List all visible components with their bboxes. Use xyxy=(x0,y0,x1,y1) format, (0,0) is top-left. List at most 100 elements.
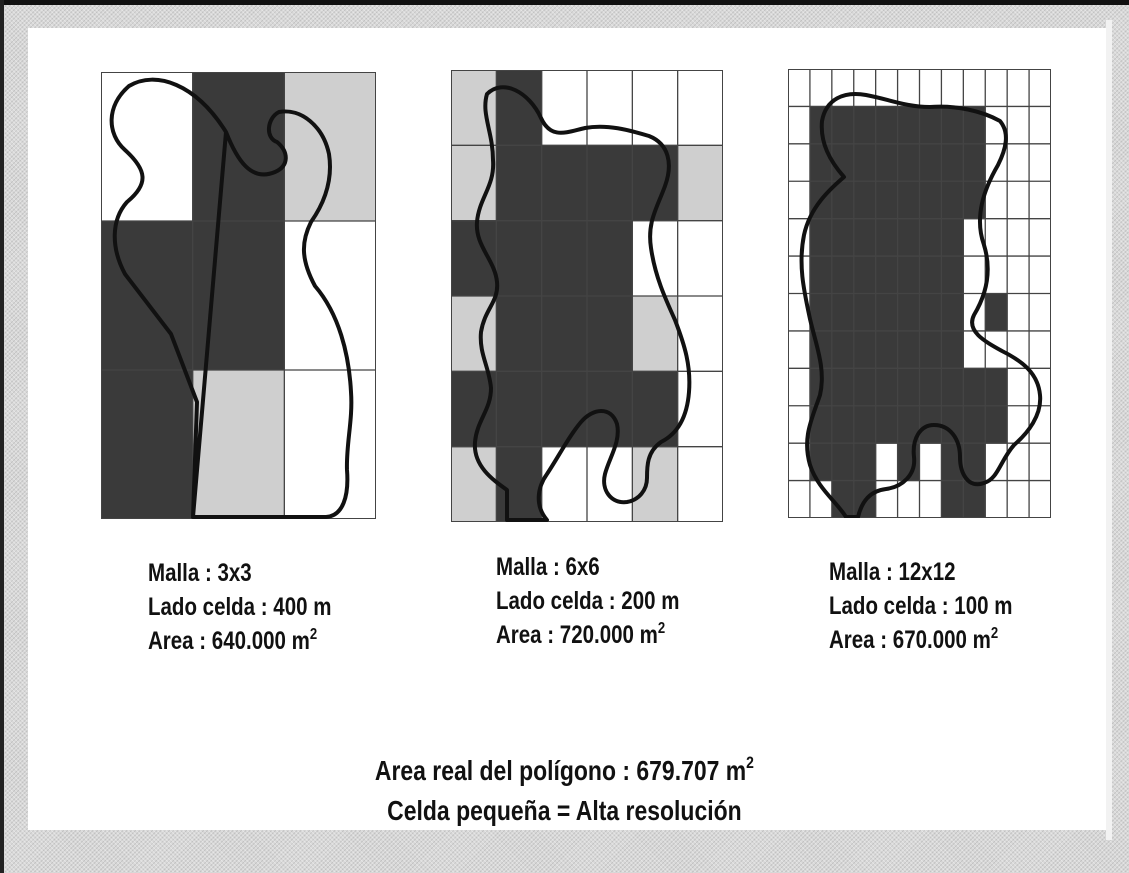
panel-edge xyxy=(1106,20,1112,840)
dark-cell xyxy=(831,106,855,145)
dark-cell xyxy=(101,370,194,519)
dark-cell xyxy=(809,143,833,182)
real-area-exponent: 2 xyxy=(746,753,754,772)
dark-cell xyxy=(853,181,877,220)
dark-cell xyxy=(919,256,942,294)
dark-cell xyxy=(875,330,899,369)
resolution-note: Celda pequeña = Alta resolución xyxy=(102,792,1028,830)
dark-cell xyxy=(897,293,920,332)
dark-cell xyxy=(963,480,986,518)
polygon-outline xyxy=(109,77,354,519)
dark-cell xyxy=(941,256,964,294)
dark-cell xyxy=(897,218,920,257)
dark-cell xyxy=(496,296,543,372)
frame-top-border xyxy=(0,0,1129,5)
unit-exponent: 2 xyxy=(990,625,999,642)
dark-cell xyxy=(541,145,588,222)
dark-cell xyxy=(587,145,633,222)
dark-cell xyxy=(496,145,543,222)
dark-cell xyxy=(587,371,633,448)
dark-cell xyxy=(919,330,942,369)
dark-cell xyxy=(831,256,855,294)
grid-6x6 xyxy=(451,70,723,522)
light-cell xyxy=(284,72,376,222)
dark-cell xyxy=(831,368,855,407)
resolution-note-text: Celda pequeña = Alta resolución xyxy=(387,795,742,826)
dark-cell xyxy=(941,181,964,220)
dark-cell xyxy=(985,368,1008,407)
dark-cell xyxy=(853,405,877,444)
dark-cell xyxy=(809,405,833,444)
light-cell xyxy=(192,370,285,519)
dark-cell xyxy=(875,181,899,220)
malla-label: Malla : 3x3 xyxy=(148,559,252,587)
dark-cell xyxy=(963,143,986,182)
dark-cell xyxy=(897,256,920,294)
dark-cell xyxy=(875,293,899,332)
dark-cell xyxy=(897,106,920,145)
dark-cell xyxy=(941,368,964,407)
dark-cell xyxy=(853,293,877,332)
dark-cell xyxy=(809,218,833,257)
dark-cell xyxy=(809,293,833,332)
lado-celda-label: Lado celda : 200 m xyxy=(496,587,680,615)
grid-12x12 xyxy=(788,69,1051,518)
dark-cell xyxy=(941,293,964,332)
grid-3x3 xyxy=(101,72,376,519)
dark-cell xyxy=(897,143,920,182)
dark-cell xyxy=(875,256,899,294)
dark-cell xyxy=(897,330,920,369)
area-value: Area : 640.000 m xyxy=(148,627,310,655)
unit-exponent: 2 xyxy=(657,620,666,637)
area-label: Area : 720.000 m2 xyxy=(496,618,679,652)
light-cell xyxy=(632,446,679,522)
dark-cell xyxy=(853,443,877,482)
dark-cell xyxy=(831,218,855,257)
real-area-text: Area real del polígono : 679.707 m xyxy=(374,755,747,786)
dark-cell xyxy=(809,256,833,294)
dark-cell xyxy=(919,293,942,332)
lado-celda-label: Lado celda : 400 m xyxy=(148,593,332,621)
dark-cell xyxy=(809,443,833,482)
area-value: Area : 720.000 m xyxy=(496,621,658,649)
dark-cell xyxy=(853,143,877,182)
dark-cell xyxy=(963,106,986,145)
frame-left-border xyxy=(0,0,4,873)
dark-cell xyxy=(853,218,877,257)
dark-cell xyxy=(919,218,942,257)
area-value: Area : 670.000 m xyxy=(829,626,991,654)
polygon-outline xyxy=(799,92,1043,518)
dark-cell xyxy=(587,296,633,372)
real-area-line: Area real del polígono : 679.707 m2 xyxy=(102,752,1028,790)
dark-cell xyxy=(831,143,855,182)
unit-exponent: 2 xyxy=(309,626,318,643)
dark-cell xyxy=(963,443,986,482)
dark-cell xyxy=(853,106,877,145)
dark-cell xyxy=(853,256,877,294)
dark-cell xyxy=(941,330,964,369)
lado-celda-label: Lado celda : 100 m xyxy=(829,592,1013,620)
caption-12x12: Malla : 12x12 Lado celda : 100 m Area : … xyxy=(829,555,1012,657)
malla-label: Malla : 6x6 xyxy=(496,553,600,581)
dark-cell xyxy=(541,296,588,372)
dark-cell xyxy=(831,330,855,369)
dark-cell xyxy=(541,371,588,448)
light-cell xyxy=(451,446,497,522)
dark-cell xyxy=(919,143,942,182)
dark-cell xyxy=(985,293,1008,332)
dark-cell xyxy=(919,181,942,220)
dark-cell xyxy=(941,143,964,182)
dark-cell xyxy=(831,405,855,444)
dark-cell xyxy=(897,368,920,407)
dark-cell xyxy=(831,293,855,332)
dark-cell xyxy=(496,371,543,448)
dark-cell xyxy=(875,405,899,444)
dark-cell xyxy=(541,220,588,297)
dark-cell xyxy=(897,405,920,444)
dark-cell xyxy=(496,446,543,522)
dark-cell xyxy=(963,405,986,444)
dark-cell xyxy=(897,181,920,220)
area-label: Area : 640.000 m2 xyxy=(148,624,331,658)
dark-cell xyxy=(853,368,877,407)
dark-cell xyxy=(875,106,899,145)
